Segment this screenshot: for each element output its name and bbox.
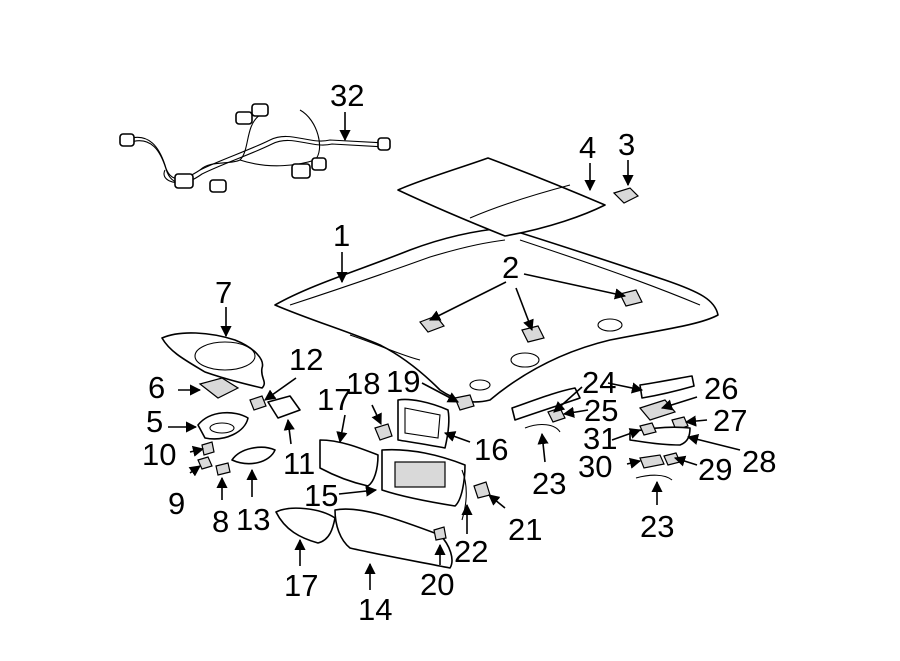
callout-11: 11 <box>283 446 315 481</box>
callout-13: 13 <box>236 502 270 537</box>
callout-20: 20 <box>420 567 454 602</box>
clip-3 <box>612 187 640 204</box>
callout-19: 19 <box>386 364 420 399</box>
callout-25: 25 <box>584 393 618 428</box>
callout-15: 15 <box>304 478 338 513</box>
lamp-parts <box>197 377 301 476</box>
callout-4: 4 <box>579 130 596 165</box>
callout-8: 8 <box>212 504 229 539</box>
sunroof-panel <box>397 157 606 237</box>
mirror-cover-lower <box>275 507 336 544</box>
callout-1: 1 <box>333 218 350 253</box>
mirror-cover-upper <box>319 439 379 487</box>
callout-27: 27 <box>713 403 747 438</box>
callout-30: 30 <box>578 449 612 484</box>
callout-12: 12 <box>289 342 323 377</box>
callout-18: 18 <box>346 366 380 401</box>
callout-31: 31 <box>583 421 617 456</box>
callout-28: 28 <box>742 444 776 479</box>
callout-labels: 32 1 2 4 3 7 6 5 10 9 8 13 12 11 17 18 1… <box>142 78 776 627</box>
callout-23-right: 23 <box>640 509 674 544</box>
mirror-frame <box>397 398 450 449</box>
callout-22: 22 <box>454 534 488 569</box>
callout-17-lower: 17 <box>284 568 318 603</box>
wiring-harness <box>119 103 391 193</box>
callout-26: 26 <box>704 371 738 406</box>
callout-16: 16 <box>474 432 508 467</box>
callout-3: 3 <box>618 127 635 162</box>
callout-6: 6 <box>148 370 165 405</box>
headliner <box>274 227 719 403</box>
callout-9: 9 <box>168 486 185 521</box>
leader-lines <box>168 112 741 590</box>
console-frame <box>161 332 266 389</box>
callout-29: 29 <box>698 452 732 487</box>
callout-21: 21 <box>508 512 542 547</box>
right-side-parts <box>511 375 695 481</box>
callout-14: 14 <box>358 592 392 627</box>
callout-10: 10 <box>142 437 176 472</box>
callout-32: 32 <box>330 78 364 113</box>
callout-5: 5 <box>146 404 163 439</box>
callout-24: 24 <box>582 365 616 400</box>
vanity-mirror <box>381 448 466 507</box>
sunvisor <box>334 508 453 569</box>
callout-17-upper: 17 <box>317 382 351 417</box>
callout-7: 7 <box>215 275 232 310</box>
callout-23-left: 23 <box>532 466 566 501</box>
callout-2: 2 <box>502 250 519 285</box>
